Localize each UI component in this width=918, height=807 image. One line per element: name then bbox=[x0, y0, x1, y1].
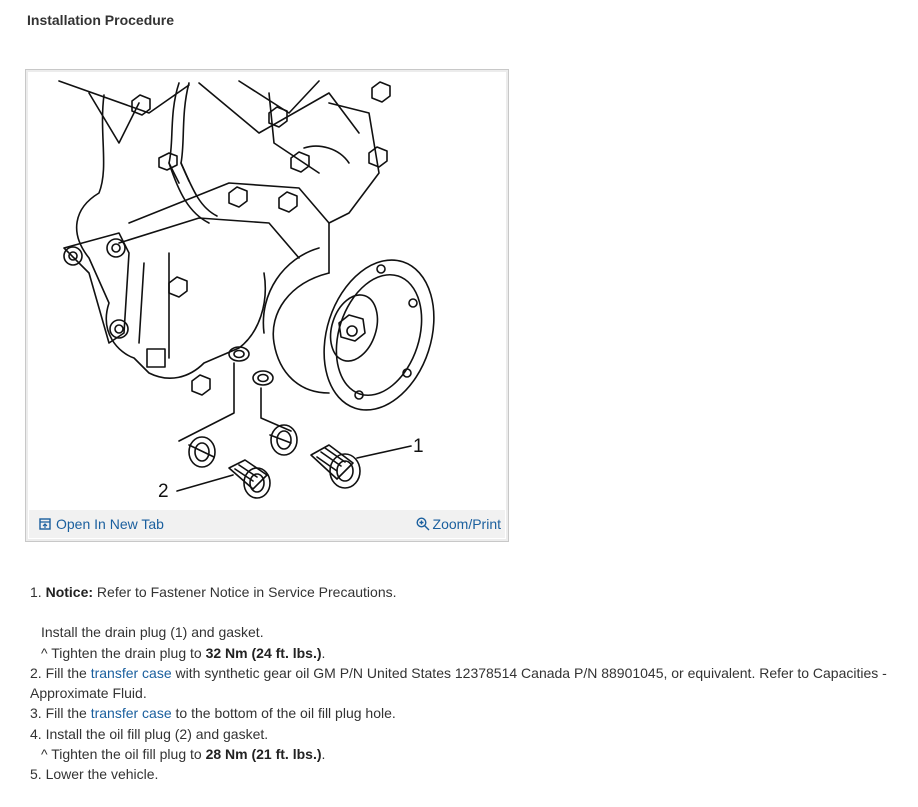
open-new-tab-icon bbox=[39, 518, 51, 530]
callout-1-label: 1 bbox=[413, 436, 424, 457]
zoom-print-label: Zoom/Print bbox=[432, 516, 501, 532]
notice-label: Notice: bbox=[45, 584, 94, 600]
step-3: 3. Fill the transfer case to the bottom … bbox=[30, 705, 396, 722]
open-new-tab-link[interactable]: Open In New Tab bbox=[39, 516, 164, 532]
transfer-case-link[interactable]: transfer case bbox=[90, 664, 172, 681]
step-2: 2. Fill the transfer case with synthetic… bbox=[30, 664, 887, 702]
open-new-tab-label: Open In New Tab bbox=[56, 516, 164, 532]
callout-2-label: 2 bbox=[158, 481, 169, 502]
zoom-print-link[interactable]: Zoom/Print bbox=[416, 516, 501, 532]
zoom-in-icon bbox=[416, 517, 430, 531]
step-4: 4. Install the oil fill plug (2) and gas… bbox=[30, 725, 269, 742]
step-1-tighten: ^ Tighten the drain plug to 32 Nm (24 ft… bbox=[41, 644, 326, 661]
figure-toolbar: Open In New Tab Zoom/Print bbox=[29, 510, 505, 538]
step-1: 1. Notice: Refer to Fastener Notice in S… bbox=[30, 584, 397, 600]
step-1-install: Install the drain plug (1) and gasket. bbox=[41, 624, 264, 641]
page-title: Installation Procedure bbox=[27, 12, 175, 28]
step-4-tighten: ^ Tighten the oil fill plug to 28 Nm (21… bbox=[41, 746, 326, 763]
diagram-figure: 1 2 Open In New Tab Zoom/Print bbox=[25, 69, 509, 542]
transfer-case-link[interactable]: transfer case bbox=[90, 705, 172, 722]
procedure-steps: 1. Notice: Refer to Fastener Notice in S… bbox=[27, 582, 907, 785]
step-5: 5. Lower the vehicle. bbox=[30, 766, 159, 783]
transfer-case-illustration: 1 2 bbox=[58, 80, 435, 502]
